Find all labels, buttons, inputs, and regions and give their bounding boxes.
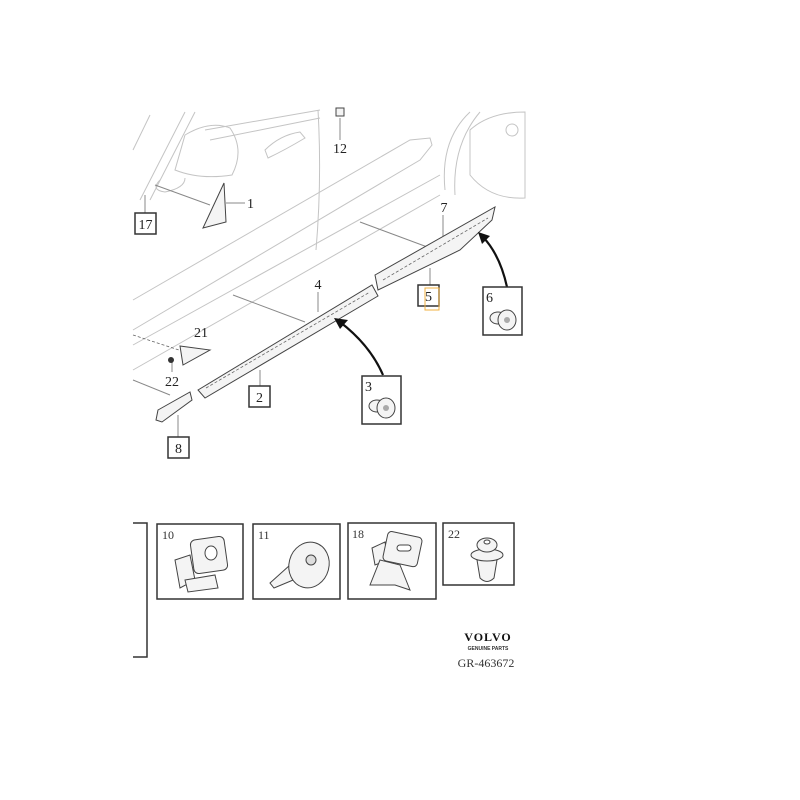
- volvo-logo: VOLVO: [464, 630, 511, 644]
- fastener-22[interactable]: 22: [442, 522, 515, 586]
- callout-17-label: 17: [139, 218, 153, 233]
- diagram-reference-number: GR-463672: [458, 656, 515, 670]
- part-21-bracket[interactable]: [179, 345, 212, 366]
- callout-1[interactable]: 1: [247, 197, 254, 212]
- callout-21[interactable]: 21: [194, 326, 208, 341]
- square-nut-clip-icon: [174, 535, 229, 593]
- callout-22[interactable]: 22: [165, 375, 179, 390]
- push-rivet-icon: [470, 537, 504, 582]
- callout-3[interactable]: 3: [361, 375, 402, 425]
- fastener-11[interactable]: 11: [252, 523, 341, 600]
- callout-5[interactable]: 5: [417, 284, 440, 311]
- part-2-sill-moulding-front[interactable]: [197, 284, 379, 399]
- callout-2-label: 2: [256, 391, 263, 406]
- screw-clip-icon: [269, 541, 330, 589]
- part-12-clip[interactable]: [335, 107, 345, 117]
- callout-7[interactable]: 7: [441, 201, 448, 216]
- callout-4[interactable]: 4: [315, 278, 322, 293]
- callout-5-label: 5: [425, 290, 432, 305]
- callout-3-label: 3: [365, 380, 372, 395]
- callout-6-label: 6: [486, 291, 493, 306]
- part-7-sill-moulding-rear[interactable]: [374, 206, 496, 291]
- arrow-3: [339, 321, 385, 376]
- callout-17[interactable]: 17: [134, 212, 157, 235]
- leader-lines: [132, 118, 444, 437]
- push-clip-icon: [368, 397, 396, 419]
- fastener-18-label: 18: [352, 527, 364, 541]
- fastener-10-label: 10: [162, 528, 174, 542]
- callout-8-label: 8: [175, 442, 182, 457]
- fastener-22-label: 22: [448, 527, 460, 541]
- fastener-10[interactable]: 10: [156, 523, 244, 600]
- callout-2[interactable]: 2: [248, 385, 271, 408]
- part-8-end-cap[interactable]: [155, 391, 193, 423]
- group-bracket: [133, 522, 148, 658]
- genuine-parts-tagline: GENUINE PARTS: [468, 646, 509, 652]
- part-1-triangle-trim[interactable]: [202, 182, 227, 229]
- push-clip-icon: [489, 309, 517, 331]
- car-body-outline: [132, 109, 526, 371]
- fastener-18[interactable]: 18: [347, 522, 437, 600]
- callout-6[interactable]: 6: [482, 286, 523, 336]
- trim-clip-icon: [369, 531, 423, 591]
- fastener-11-label: 11: [258, 528, 270, 542]
- callout-8[interactable]: 8: [167, 436, 190, 459]
- callout-12[interactable]: 12: [333, 142, 347, 157]
- part-22-clip-small[interactable]: [168, 357, 174, 363]
- arrow-6: [482, 236, 509, 288]
